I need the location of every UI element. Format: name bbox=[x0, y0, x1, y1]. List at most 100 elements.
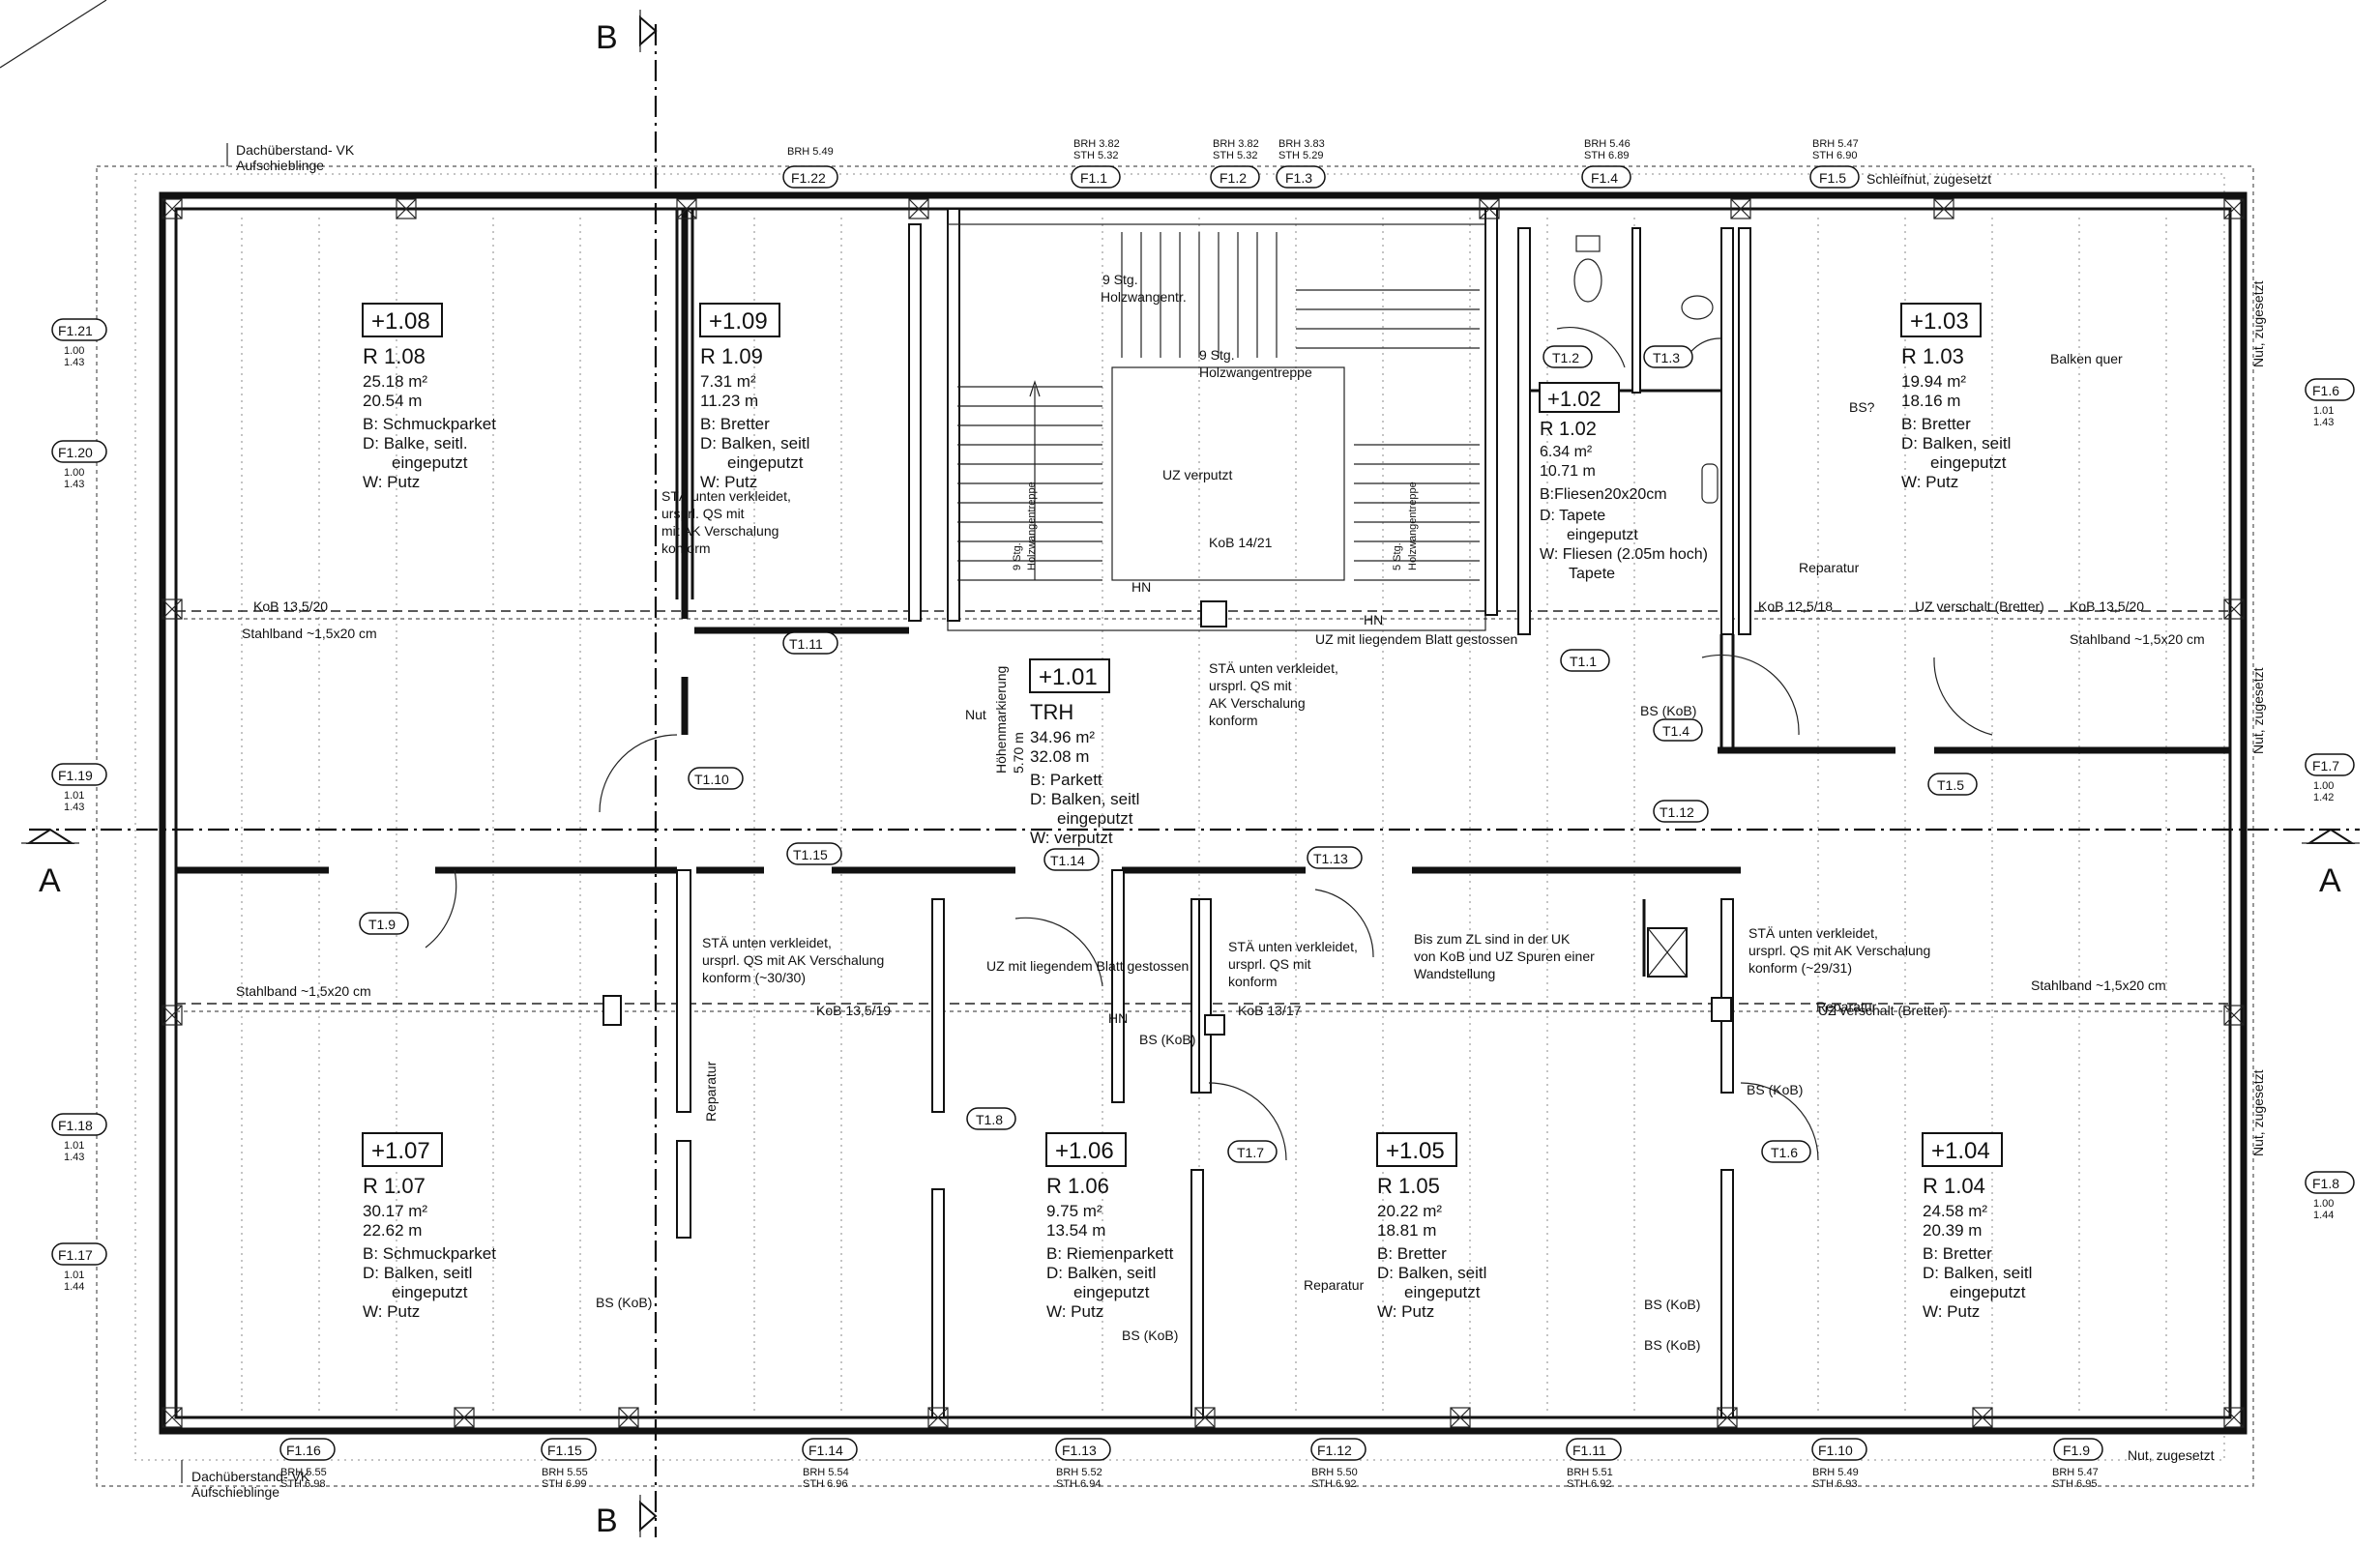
stair-label-1b: Holzwangentr. bbox=[1101, 289, 1187, 305]
note-reparatur-upper: Reparatur bbox=[1799, 560, 1860, 575]
svg-text:F1.19: F1.19 bbox=[58, 768, 93, 783]
note-sta-lower-2: ursprl. QS mit AK Verschalung bbox=[702, 952, 884, 968]
svg-text:STH 6.93: STH 6.93 bbox=[1812, 1478, 1857, 1490]
svg-text:T1.10: T1.10 bbox=[694, 772, 729, 787]
note-kob-1317: KoB 13/17 bbox=[1238, 1003, 1302, 1018]
window-tag-f1-14: F1.14 BRH 5.54 STH 6.96 bbox=[802, 1438, 858, 1490]
note-sta-right-3: konform (~29/31) bbox=[1748, 960, 1852, 976]
svg-text:W: Putz: W: Putz bbox=[700, 473, 757, 491]
svg-text:F1.15: F1.15 bbox=[547, 1443, 582, 1458]
window-tag-f1-13: F1.13 BRH 5.52 STH 6.94 bbox=[1055, 1438, 1111, 1490]
note-hn-1: HN bbox=[1364, 612, 1383, 628]
svg-text:+1.02: +1.02 bbox=[1547, 387, 1601, 411]
svg-text:1.43: 1.43 bbox=[64, 802, 84, 813]
window-tag-f1-2: F1.2 BRH 3.82 STH 5.32 bbox=[1210, 138, 1260, 189]
overhang-note-top-2: Aufschieblinge bbox=[236, 158, 324, 173]
svg-text:D: Balken, seitl: D: Balken, seitl bbox=[1046, 1264, 1156, 1282]
note-sta-lower-b1: STÄ unten verkleidet, bbox=[1228, 939, 1358, 954]
svg-text:W: Fliesen (2.05m hoch): W: Fliesen (2.05m hoch) bbox=[1540, 546, 1708, 563]
window-tag-f1-17: F1.17 1.01 1.44 bbox=[51, 1242, 107, 1293]
svg-text:BRH 3.83: BRH 3.83 bbox=[1278, 138, 1325, 150]
svg-text:+1.06: +1.06 bbox=[1055, 1138, 1114, 1164]
svg-text:B: Schmuckparket: B: Schmuckparket bbox=[363, 1244, 496, 1263]
note-stahlband-ur: Stahlband ~1,5x20 cm bbox=[2070, 631, 2205, 647]
note-hoehen-2: 5.70 m bbox=[1011, 732, 1026, 774]
svg-text:F1.8: F1.8 bbox=[2312, 1176, 2339, 1191]
svg-text:F1.14: F1.14 bbox=[808, 1443, 843, 1458]
svg-text:1.00: 1.00 bbox=[64, 345, 84, 357]
svg-text:F1.22: F1.22 bbox=[791, 170, 826, 186]
note-kob-1319: KoB 13,5/19 bbox=[816, 1003, 891, 1018]
stair-label-1a: 9 Stg. bbox=[1102, 272, 1138, 287]
door-tag-t1-14: T1.14 bbox=[1043, 848, 1100, 871]
note-sta-right-2: ursprl. QS mit AK Verschalung bbox=[1748, 943, 1930, 958]
svg-text:F1.7: F1.7 bbox=[2312, 758, 2339, 774]
room-label-r108: +1.08 R 1.08 25.18 m² 20.54 m B: Schmuck… bbox=[362, 303, 496, 491]
note-hn-3: HN bbox=[1131, 579, 1151, 595]
svg-text:B: Bretter: B: Bretter bbox=[1901, 415, 1971, 433]
door-tag-t1-1: T1.1 bbox=[1560, 649, 1610, 672]
svg-text:D: Balken, seitl: D: Balken, seitl bbox=[363, 1264, 472, 1282]
window-tag-f1-18: F1.18 1.01 1.43 bbox=[51, 1113, 107, 1163]
note-kob-1218: KoB 12,5/18 bbox=[1758, 598, 1833, 614]
svg-text:STH 6.92: STH 6.92 bbox=[1311, 1478, 1356, 1490]
svg-text:W: Putz: W: Putz bbox=[1923, 1302, 1980, 1321]
section-b-bottom-label: B bbox=[596, 1503, 618, 1539]
svg-text:F1.3: F1.3 bbox=[1285, 170, 1312, 186]
svg-text:BRH 5.55: BRH 5.55 bbox=[280, 1467, 327, 1478]
svg-text:BRH 5.47: BRH 5.47 bbox=[1812, 138, 1859, 150]
svg-text:TRH: TRH bbox=[1030, 700, 1073, 724]
note-reparatur-left: Reparatur bbox=[703, 1061, 719, 1122]
svg-text:STH 6.94: STH 6.94 bbox=[1056, 1478, 1101, 1490]
interior-walls bbox=[176, 208, 2230, 1418]
svg-text:F1.11: F1.11 bbox=[1572, 1443, 1606, 1458]
note-bs-6: BS (KoB) bbox=[1644, 1297, 1700, 1312]
svg-text:F1.21: F1.21 bbox=[58, 323, 93, 338]
svg-text:+1.03: +1.03 bbox=[1910, 308, 1969, 335]
door-tag-t1-6: T1.6 bbox=[1761, 1140, 1811, 1163]
note-bis-3: Wandstellung bbox=[1414, 966, 1495, 981]
svg-text:D: Balken, seitl: D: Balken, seitl bbox=[1377, 1264, 1486, 1282]
note-schleifnut: Schleifnut, zugesetzt bbox=[1866, 171, 1991, 187]
svg-text:eingeputzt: eingeputzt bbox=[1404, 1283, 1481, 1301]
note-nut-zug-upper: Nut, zugesetzt bbox=[2250, 280, 2266, 367]
svg-text:eingeputzt: eingeputzt bbox=[392, 453, 468, 472]
outer-wall bbox=[159, 191, 2248, 1435]
svg-text:B: Parkett: B: Parkett bbox=[1030, 771, 1102, 789]
note-bs-4: BS (KoB) bbox=[596, 1295, 652, 1310]
svg-text:W: Putz: W: Putz bbox=[1377, 1302, 1434, 1321]
section-a-left-label: A bbox=[39, 862, 61, 899]
note-uz-verschalt-lower: UZ verschalt (Bretter) bbox=[1818, 1003, 1948, 1018]
svg-text:F1.12: F1.12 bbox=[1317, 1443, 1352, 1458]
window-tag-f1-19: F1.19 1.01 1.43 bbox=[51, 763, 107, 813]
svg-text:20.54 m: 20.54 m bbox=[363, 392, 422, 410]
svg-text:18.16 m: 18.16 m bbox=[1901, 392, 1960, 410]
window-tag-f1-12: F1.12 BRH 5.50 STH 6.92 bbox=[1310, 1438, 1366, 1490]
window-tag-f1-8: F1.8 1.00 1.44 bbox=[2305, 1171, 2355, 1221]
svg-text:BRH 5.52: BRH 5.52 bbox=[1056, 1467, 1102, 1478]
window-tag-f1-7: F1.7 1.00 1.42 bbox=[2305, 753, 2355, 803]
roof-overhang-outline bbox=[96, 165, 2254, 1487]
svg-text:T1.5: T1.5 bbox=[1937, 777, 1964, 793]
svg-text:D: Balken, seitl: D: Balken, seitl bbox=[1923, 1264, 2032, 1282]
svg-text:STH 6.95: STH 6.95 bbox=[2052, 1478, 2097, 1490]
section-a-right-arrow bbox=[2306, 828, 2356, 844]
ceiling-beams bbox=[241, 218, 2167, 1412]
svg-text:W: Putz: W: Putz bbox=[363, 1302, 420, 1321]
svg-text:R 1.05: R 1.05 bbox=[1377, 1174, 1440, 1198]
svg-text:B: Schmuckparket: B: Schmuckparket bbox=[363, 415, 496, 433]
svg-text:BRH 5.51: BRH 5.51 bbox=[1567, 1467, 1613, 1478]
svg-text:BRH 5.49: BRH 5.49 bbox=[787, 146, 834, 158]
svg-text:D: Balken, seitl: D: Balken, seitl bbox=[1901, 434, 2011, 452]
svg-text:F1.4: F1.4 bbox=[1591, 170, 1618, 186]
overhang-note-top-1: Dachüberstand- VK bbox=[236, 142, 355, 158]
door-tag-t1-4: T1.4 bbox=[1653, 718, 1703, 742]
svg-text:F1.2: F1.2 bbox=[1219, 170, 1247, 186]
note-reparatur-lower: Reparatur bbox=[1304, 1277, 1365, 1293]
note-uz-verschalt-upper: UZ verschalt (Bretter) bbox=[1915, 598, 2044, 614]
svg-text:R 1.07: R 1.07 bbox=[363, 1174, 426, 1198]
svg-text:7.31 m²: 7.31 m² bbox=[700, 372, 756, 391]
svg-text:F1.17: F1.17 bbox=[58, 1247, 93, 1263]
note-sta-mid-1: STÄ unten verkleidet, bbox=[1209, 660, 1338, 676]
stair-label-4a: 9 Stg. bbox=[1012, 542, 1023, 570]
